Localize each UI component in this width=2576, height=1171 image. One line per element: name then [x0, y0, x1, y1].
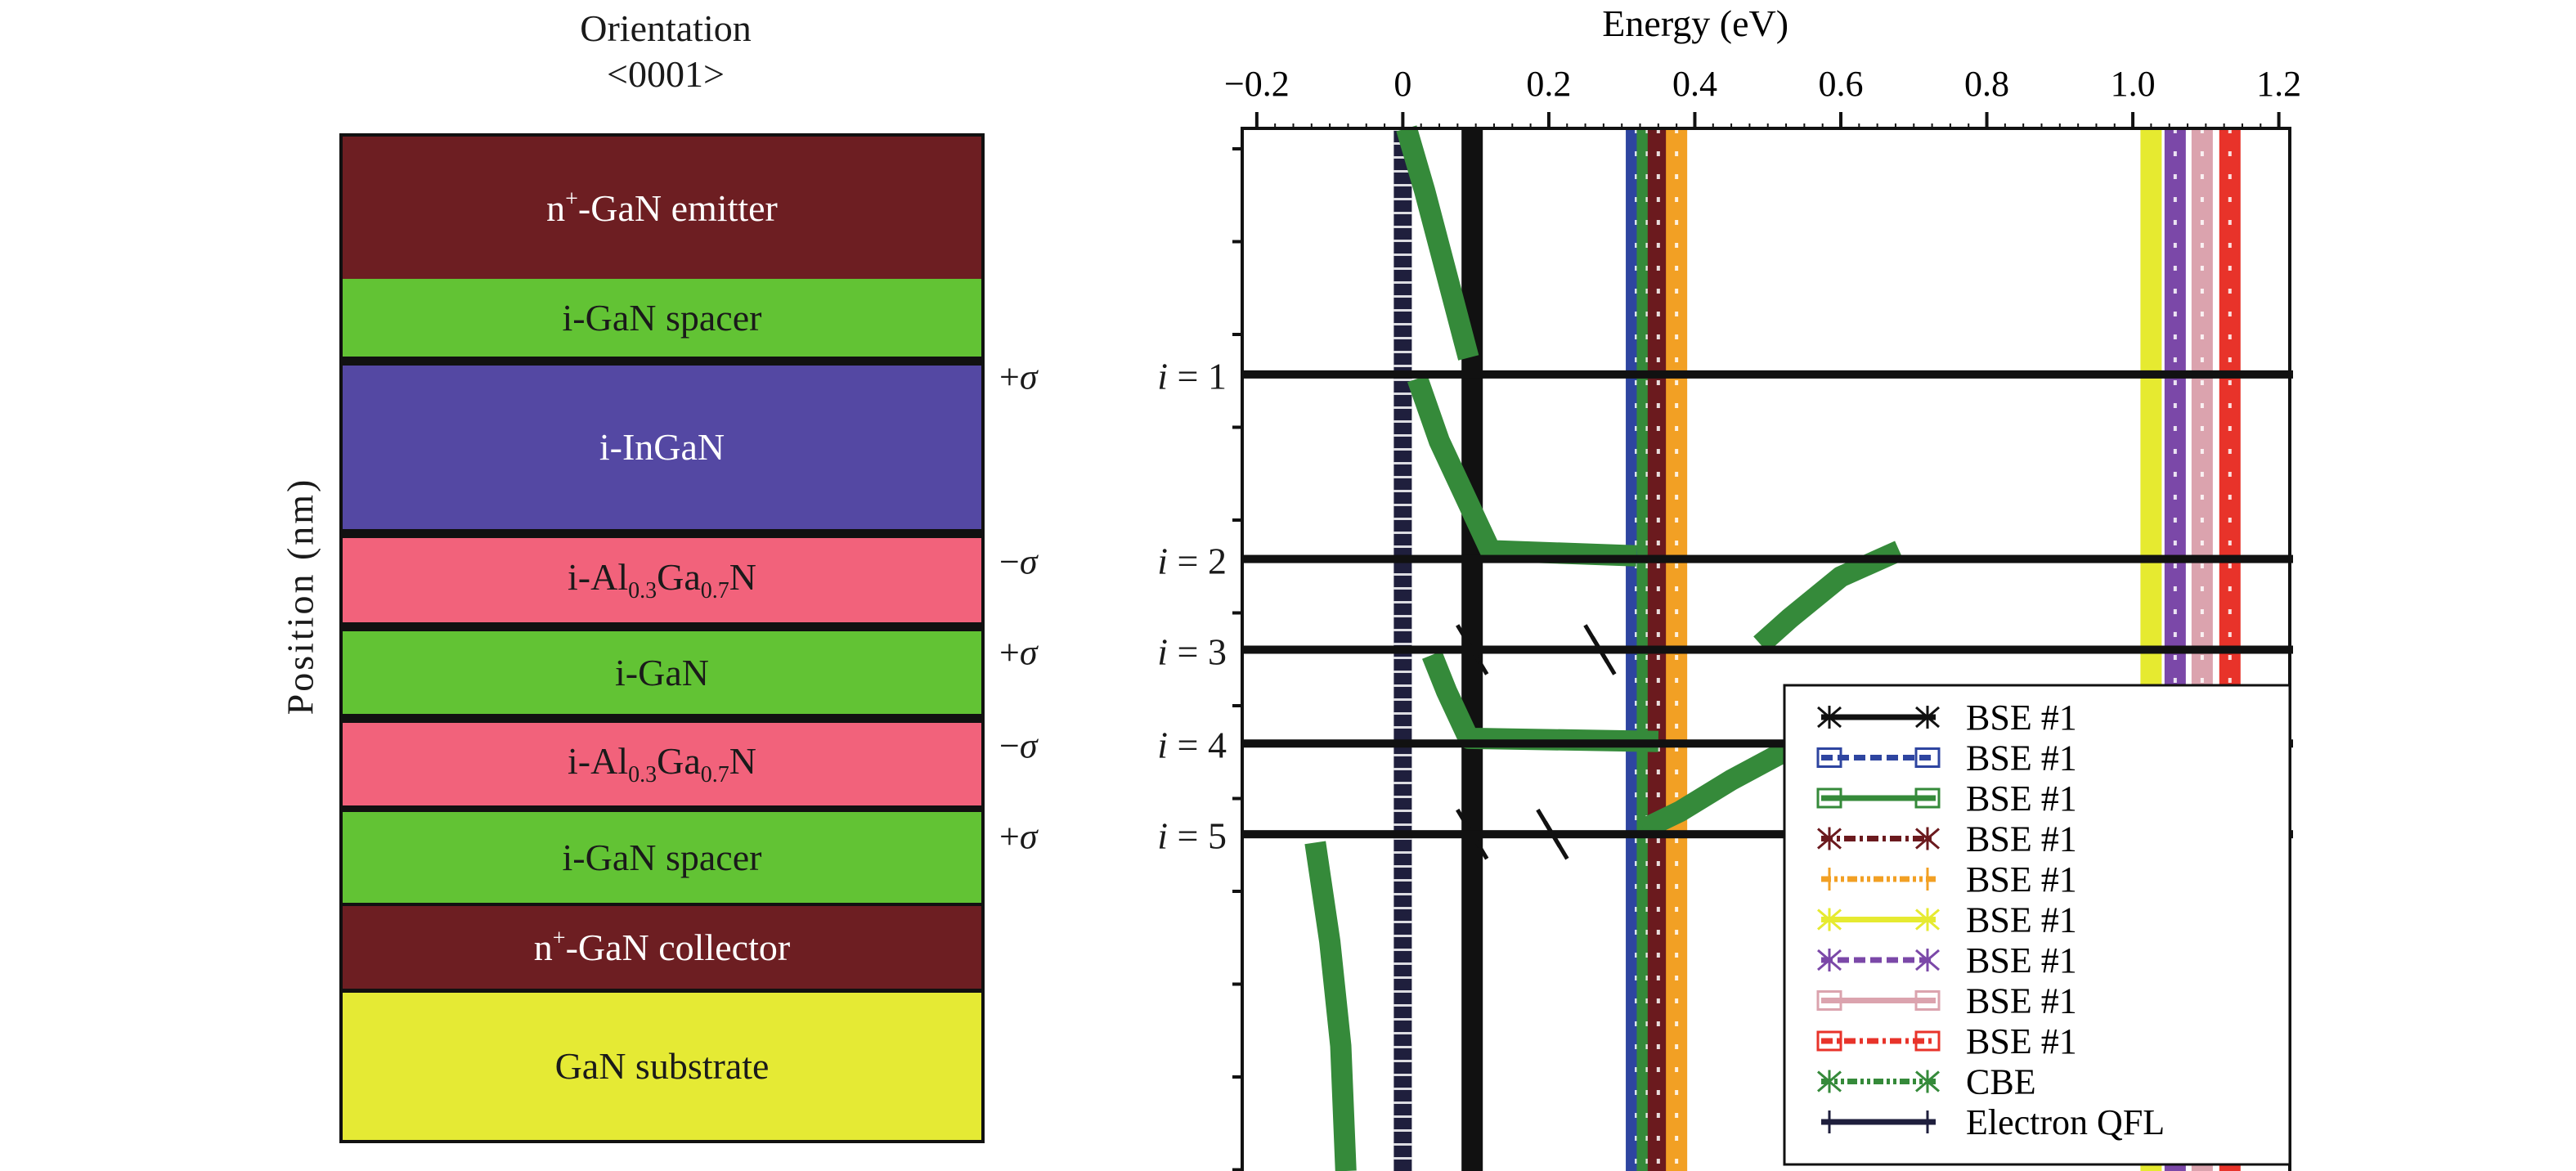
legend-label: BSE #1 — [1966, 981, 2077, 1021]
layer-label: i-GaN — [615, 651, 709, 693]
legend-entry: BSE #1 — [1817, 900, 2077, 940]
legend-label: BSE #1 — [1966, 1021, 2077, 1061]
layer-label: i-GaN spacer — [562, 296, 762, 339]
cbe-segment-5 — [1304, 841, 1357, 1171]
layer-stack: n+-GaN emitter i-GaN spacer i-InGaN i-Al0.3… — [339, 133, 985, 1143]
sigma-label: +σ — [999, 631, 1057, 673]
layer-1: i-GaN spacer — [343, 279, 981, 357]
legend-marker-square — [1816, 787, 1842, 809]
legend-entry: BSE #1 — [1817, 698, 2077, 738]
x-tick-label: 0.6 — [1819, 64, 1864, 104]
orientation-title: Orientation — [580, 7, 752, 49]
sigma-symbol: σ — [1019, 357, 1038, 397]
cbe-segment-0 — [1396, 125, 1479, 361]
legend-entry: BSE #1 — [1821, 859, 2077, 900]
sigma-sign: + — [999, 816, 1020, 857]
interface-line-4 — [1242, 739, 2293, 748]
x-tick-label: 1.2 — [2256, 64, 2301, 104]
sigma-symbol: σ — [1019, 541, 1038, 582]
legend-label: BSE #1 — [1966, 738, 2077, 778]
legend-marker-square — [1914, 990, 1941, 1011]
layer-0: n+-GaN emitter — [343, 137, 981, 280]
legend-label: BSE #1 — [1966, 819, 2077, 859]
interface-label-4: i = 4 — [1157, 724, 1227, 766]
legend-label: BSE #1 — [1966, 940, 2077, 980]
cbe-segment-2 — [1753, 541, 1904, 653]
cbe-segment-1 — [1407, 375, 1637, 567]
x-tick-label: 0.8 — [1964, 64, 2009, 104]
interface-line-3 — [1242, 645, 2293, 654]
sigma-sign: + — [999, 632, 1020, 672]
sigma-sign: + — [999, 357, 1020, 397]
plot-frame — [1241, 127, 2291, 1171]
sigma-symbol: σ — [1019, 632, 1038, 672]
legend-marker-square — [1816, 747, 1842, 768]
legend-marker-square — [1914, 747, 1941, 768]
layer-label: GaN substrate — [554, 1045, 770, 1088]
x-tick-label: 0 — [1393, 64, 1411, 104]
sigma-label: −σ — [999, 725, 1057, 767]
interface-line-2 — [1242, 554, 2293, 563]
legend-entry: BSE #1 — [1816, 778, 2077, 819]
layer-4: i-GaN — [343, 630, 981, 714]
legend-entry: Electron QFL — [1821, 1102, 2165, 1142]
legend-label: Electron QFL — [1966, 1102, 2165, 1142]
interface-line-5 — [1242, 830, 2293, 839]
layer-label: i-GaN spacer — [562, 837, 762, 879]
legend-entry: BSE #1 — [1816, 981, 2077, 1021]
legend-entry: CBE — [1817, 1062, 2036, 1102]
sigma-symbol: σ — [1019, 816, 1038, 857]
interface-label-2: i = 2 — [1157, 540, 1227, 582]
legend-entry: BSE #1 — [1816, 1021, 2077, 1061]
legend-box — [1783, 684, 2291, 1166]
legend-label: CBE — [1966, 1062, 2036, 1102]
layer-8: GaN substrate — [343, 992, 981, 1140]
x-tick-label: 0.4 — [1672, 64, 1717, 104]
sigma-symbol: σ — [1019, 725, 1038, 766]
sigma-label: −σ — [999, 541, 1057, 582]
interface-line-1 — [1242, 370, 2293, 379]
legend-label: BSE #1 — [1966, 778, 2077, 819]
legend-marker-square — [1914, 1030, 1941, 1052]
sigma-sign: − — [999, 725, 1020, 766]
layer-label: i-InGaN — [599, 426, 725, 469]
legend-marker-square — [1816, 990, 1842, 1011]
interface-label-5: i = 5 — [1157, 814, 1227, 857]
layer-5: i-Al0.3Ga0.7N — [343, 722, 981, 806]
legend-entry: BSE #1 — [1817, 940, 2077, 980]
legend-marker-square — [1914, 787, 1941, 809]
layer-label: n+-GaN emitter — [546, 186, 778, 229]
layer-7: n+-GaN collector — [343, 906, 981, 989]
legend-label: BSE #1 — [1966, 859, 2077, 900]
orientation-value: <0001> — [607, 53, 725, 95]
x-tick-label: −0.2 — [1224, 64, 1290, 104]
layer-3: i-Al0.3Ga0.7N — [343, 537, 981, 622]
interface-label-1: i = 1 — [1157, 355, 1227, 397]
legend-entry: BSE #1 — [1817, 819, 2077, 859]
sigma-sign: − — [999, 541, 1020, 582]
legend-entry: BSE #1 — [1816, 738, 2077, 778]
layer-label: i-Al0.3Ga0.7N — [568, 556, 756, 604]
layer-label: i-Al0.3Ga0.7N — [568, 740, 756, 788]
x-tick-label: 0.2 — [1526, 64, 1571, 104]
layer-label: n+-GaN collector — [533, 925, 791, 968]
legend-label: BSE #1 — [1966, 900, 2077, 940]
layer-2: i-InGaN — [343, 365, 981, 529]
interface-label-3: i = 3 — [1157, 630, 1227, 672]
cbe-segment-4 — [1639, 739, 1795, 839]
sigma-label: +σ — [999, 816, 1057, 858]
x-tick-label: 1.0 — [2111, 64, 2156, 104]
layer-6: i-GaN spacer — [343, 811, 981, 904]
legend-marker-square — [1816, 1030, 1842, 1052]
sigma-label: +σ — [999, 356, 1057, 397]
x-axis-title: Energy (eV) — [1602, 2, 1788, 44]
legend-label: BSE #1 — [1966, 698, 2077, 738]
